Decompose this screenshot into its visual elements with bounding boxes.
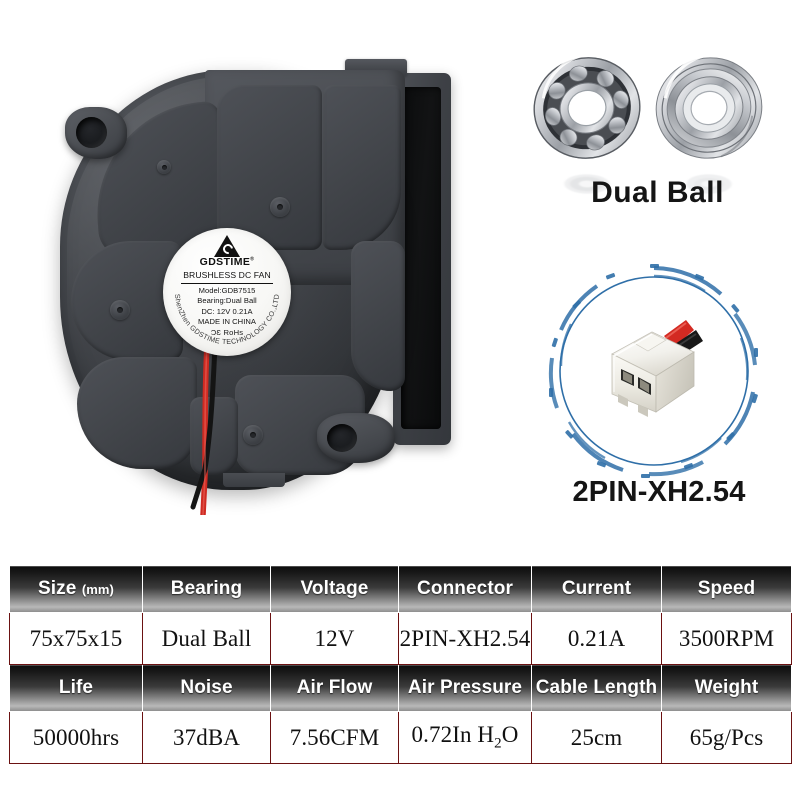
fan-center-label: GDSTIME® BRUSHLESS DC FAN Model:GDB7515 … [163, 228, 291, 356]
specification-table: Size (mm) Bearing Voltage Connector Curr… [9, 565, 792, 764]
header-voltage: Voltage [270, 565, 399, 613]
bearing-illustration-block: Dual Ball [525, 48, 790, 213]
mounting-hole-icon [76, 117, 107, 148]
table-header-row: Life Noise Air Flow Air Pressure Cable L… [9, 664, 792, 712]
fan-screw-boss [270, 197, 290, 217]
table-value-row: 75x75x15 Dual Ball 12V 2PIN-XH2.54 0.21A… [9, 612, 792, 665]
bearing-reflection [686, 174, 732, 194]
fan-mounting-boss-lower-right [317, 413, 395, 463]
value-air-pressure: 0.72In H2O [398, 711, 532, 764]
value-connector: 2PIN-XH2.54 [398, 612, 532, 665]
value-voltage: 12V [270, 612, 399, 665]
value-current: 0.21A [531, 612, 662, 665]
mounting-hole-icon [327, 424, 357, 452]
fan-housing-rib [351, 241, 405, 391]
fan-mounting-boss-upper-left [65, 107, 127, 159]
header-cable-length: Cable Length [531, 664, 662, 712]
bearing-reflection [564, 174, 610, 194]
fan-bottom-foot [223, 473, 285, 487]
header-air-pressure: Air Pressure [398, 664, 532, 712]
connector-caption: 2PIN-XH2.54 [572, 476, 746, 508]
header-life: Life [9, 664, 143, 712]
fan-screw-boss [157, 160, 171, 174]
fan-screw-boss [110, 300, 130, 320]
header-air-flow: Air Flow [270, 664, 399, 712]
decorative-ring-icon [548, 264, 758, 478]
fan-power-line: DC: 12V 0.21A [201, 306, 253, 316]
fan-bearing-line: Bearing:Dual Ball [197, 296, 257, 306]
value-life: 50000hrs [9, 711, 143, 764]
gdstime-logo-icon [213, 235, 241, 257]
registered-mark: ® [250, 256, 255, 263]
ball-bearing-open-icon [533, 55, 641, 159]
fan-outlet-opening [401, 87, 441, 429]
header-noise: Noise [142, 664, 271, 712]
value-noise: 37dBA [142, 711, 271, 764]
value-cable-length: 25cm [531, 711, 662, 764]
fan-housing-rib [77, 357, 197, 469]
header-weight: Weight [661, 664, 792, 712]
header-bearing: Bearing [142, 565, 271, 613]
size-unit: (mm) [81, 582, 114, 597]
table-header-row: Size (mm) Bearing Voltage Connector Curr… [9, 565, 792, 613]
fan-housing-rib [190, 397, 238, 475]
brand-name: GDSTIME® [199, 256, 255, 268]
fan-housing-rib [323, 85, 401, 250]
jst-xh-connector-icon [611, 320, 703, 417]
value-speed: 3500RPM [661, 612, 792, 665]
fan-type-line: BRUSHLESS DC FAN [183, 270, 271, 281]
value-size: 75x75x15 [9, 612, 143, 665]
bearing-caption: Dual Ball [591, 176, 724, 209]
subscript-two: 2 [494, 735, 502, 752]
value-bearing: Dual Ball [142, 612, 271, 665]
ball-bearing-shielded-icon [655, 54, 763, 159]
product-photo-area: GDSTIME® BRUSHLESS DC FAN Model:GDB7515 … [55, 45, 790, 517]
header-speed: Speed [661, 565, 792, 613]
value-air-flow: 7.56CFM [270, 711, 399, 764]
fan-screw-boss [243, 425, 263, 445]
fan-origin-line: MADE IN CHINA [197, 317, 257, 327]
fan-model-line: Model:GDB7515 [198, 285, 256, 295]
header-connector: Connector [398, 565, 532, 613]
value-weight: 65g/Pcs [661, 711, 792, 764]
connector-illustration-block: 2PIN-XH2.54 [528, 262, 790, 517]
fan-cert-line: ƆƐ RoHs [210, 328, 244, 338]
table-value-row: 50000hrs 37dBA 7.56CFM 0.72In H2O 25cm 6… [9, 711, 792, 764]
label-divider [181, 282, 273, 284]
header-size: Size (mm) [9, 565, 143, 613]
fan-housing-rib [217, 85, 322, 250]
header-current: Current [531, 565, 662, 613]
blower-fan-photo: GDSTIME® BRUSHLESS DC FAN Model:GDB7515 … [55, 45, 455, 515]
